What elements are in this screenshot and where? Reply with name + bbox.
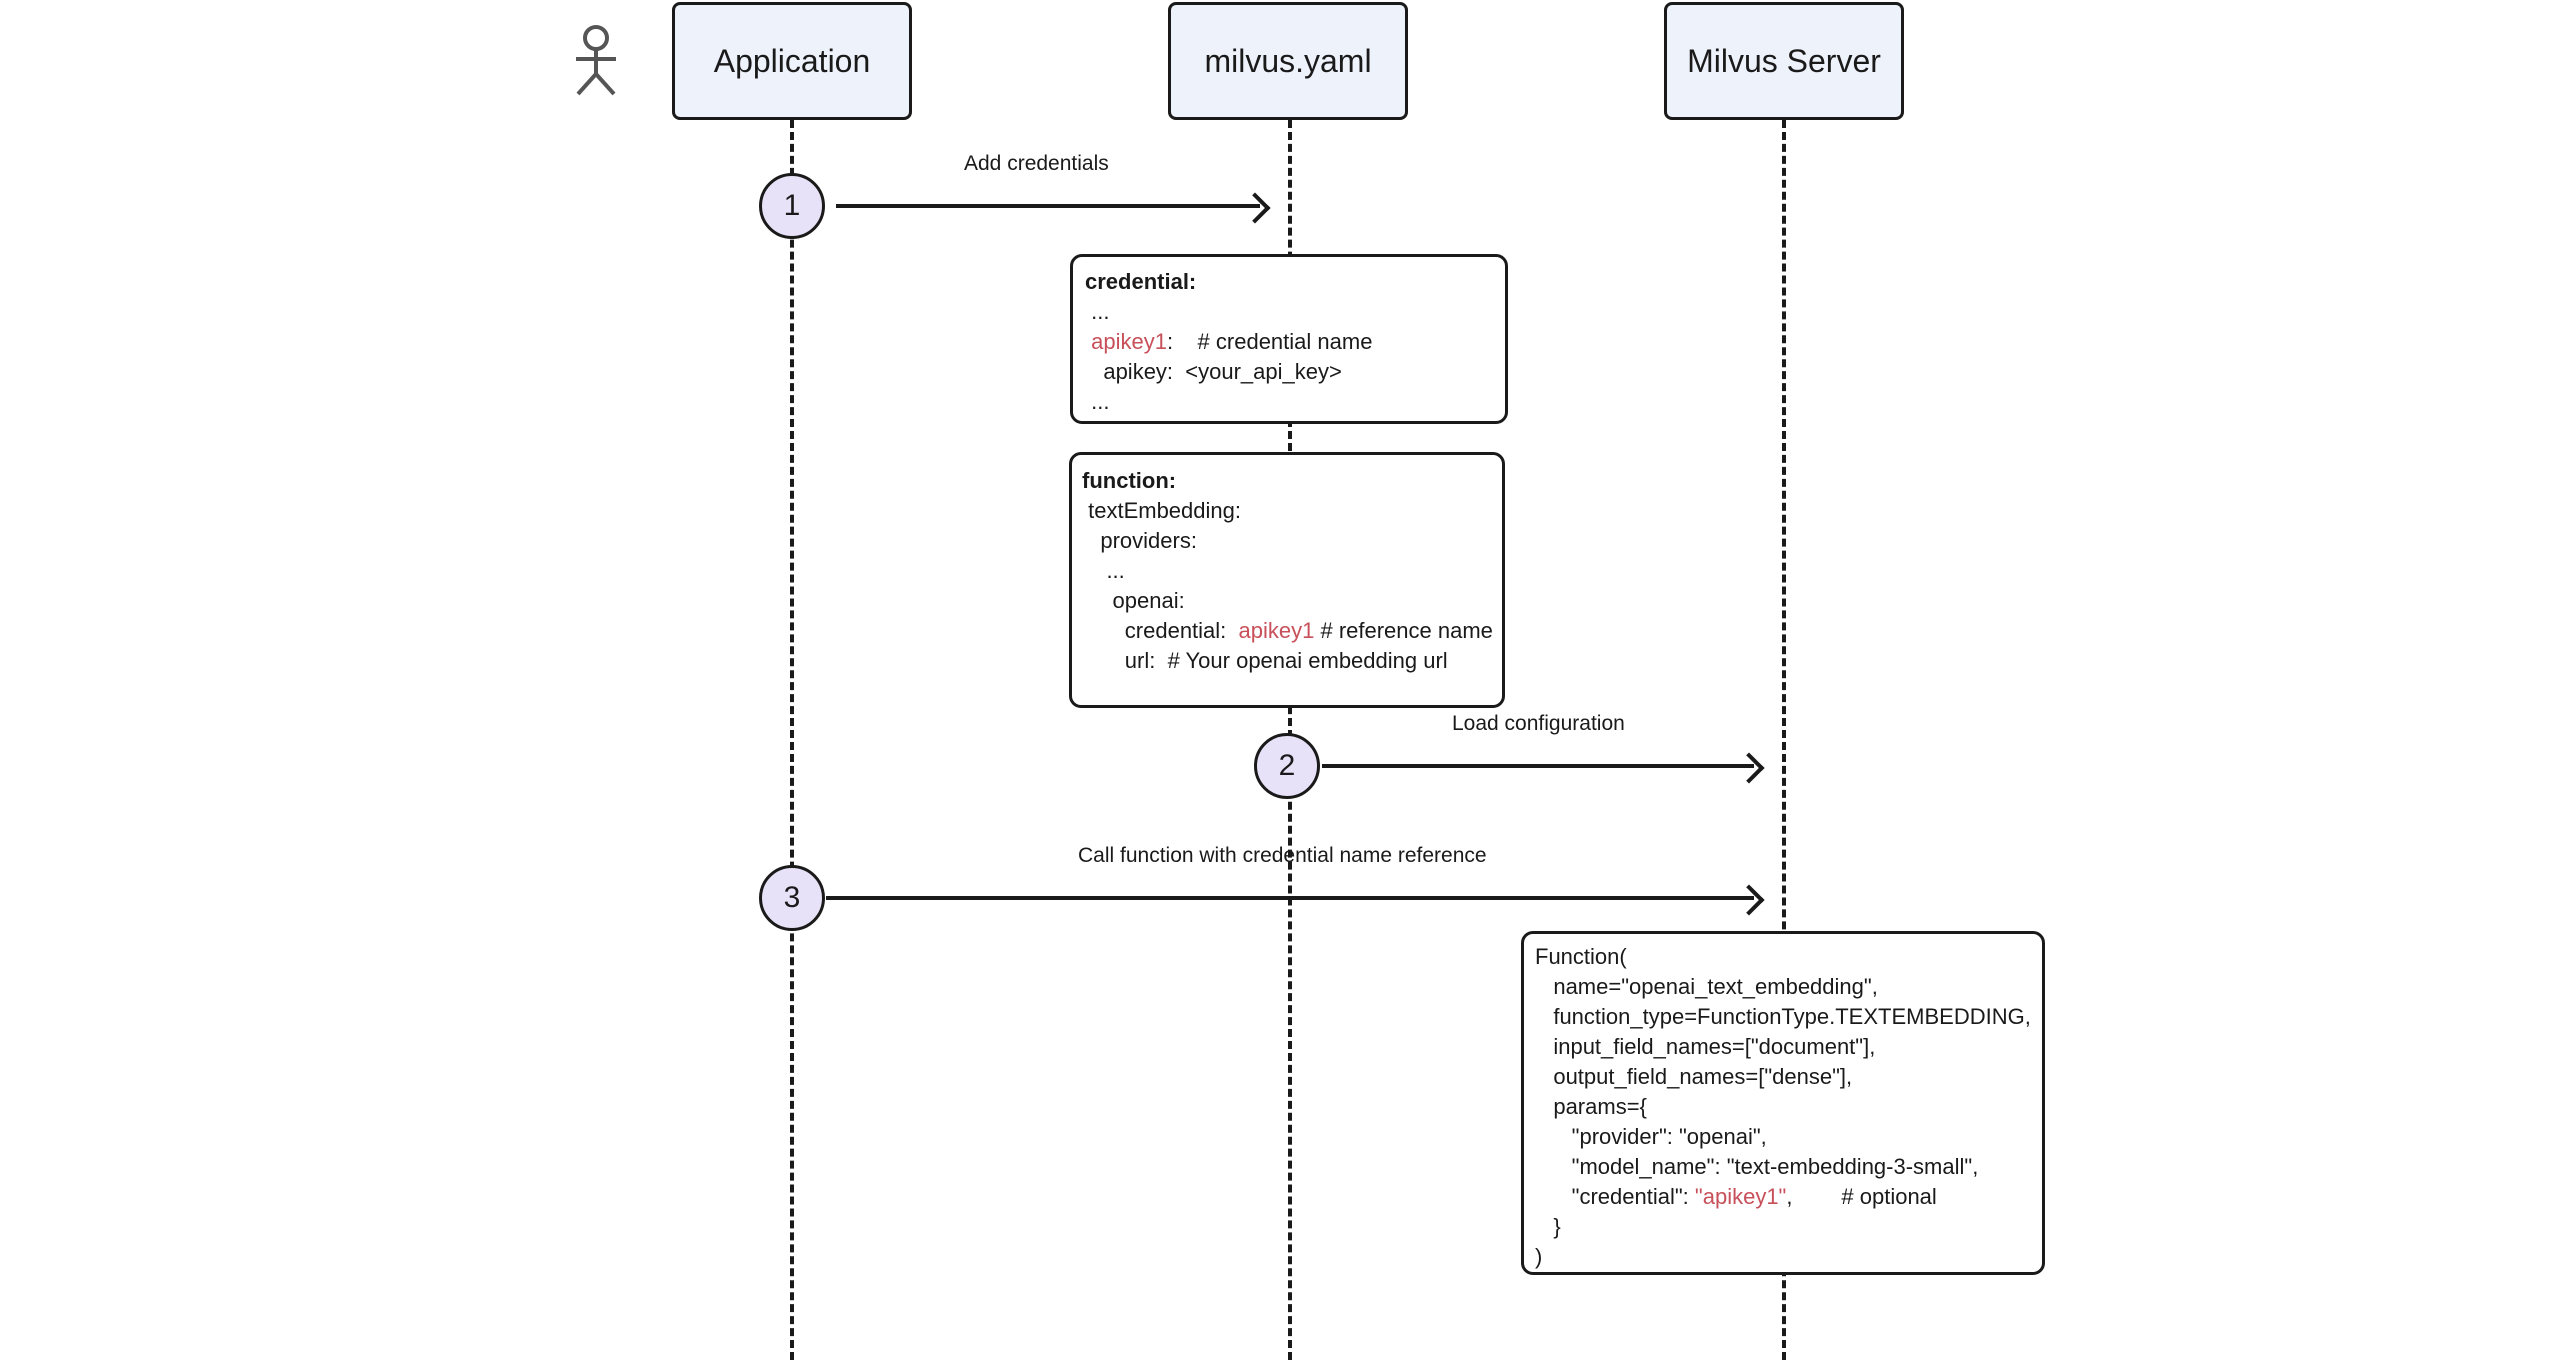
code-line-6: params={ xyxy=(1535,1094,1647,1119)
credential-ellipsis-2: ... xyxy=(1085,389,1110,414)
credential-title: credential: xyxy=(1085,269,1197,294)
code-line-9: "credential": "apikey1", # optional xyxy=(1535,1182,2042,1212)
arrow-load-configuration xyxy=(1322,764,1754,768)
code-credential-key: "credential": xyxy=(1535,1184,1695,1209)
arrow-load-configuration-head xyxy=(1733,752,1765,784)
arrow-add-credentials-head xyxy=(1239,192,1271,224)
code-credential-value: "apikey1" xyxy=(1694,1184,1787,1209)
code-line-4: input_field_names=["document"], xyxy=(1535,1034,1876,1059)
code-line-8: "model_name": "text-embedding-3-small", xyxy=(1535,1154,1979,1179)
message-load-configuration: Load configuration xyxy=(1452,712,1625,735)
function-code-note: Function( name="openai_text_embedding", … xyxy=(1521,931,2045,1275)
participant-application: Application xyxy=(672,2,912,120)
arrow-call-function xyxy=(826,896,1754,900)
credential-name-comment: # credential name xyxy=(1173,329,1373,354)
code-line-5: output_field_names=["dense"], xyxy=(1535,1064,1853,1089)
function-title: function: xyxy=(1082,468,1177,493)
credential-apikey-name-line: apikey1: # credential name xyxy=(1085,327,1505,357)
code-line-7: "provider": "openai", xyxy=(1535,1124,1767,1149)
actor-icon xyxy=(576,25,616,96)
code-line-1: Function( xyxy=(1535,944,1627,969)
participant-milvus-yaml: milvus.yaml xyxy=(1168,2,1408,120)
code-line-3: function_type=FunctionType.TEXTEMBEDDING… xyxy=(1535,1004,2031,1029)
step-3-marker: 3 xyxy=(759,865,825,931)
function-line-3: ... xyxy=(1082,558,1125,583)
function-line-5: credential: apikey1 # reference name xyxy=(1082,616,1502,646)
step-2-marker: 2 xyxy=(1254,733,1320,799)
function-line-2: providers: xyxy=(1082,528,1197,553)
function-line-4: openai: xyxy=(1082,588,1185,613)
code-line-10: } xyxy=(1535,1214,1561,1239)
function-config-note: function: textEmbedding: providers: ... … xyxy=(1069,452,1505,708)
credential-ellipsis-1: ... xyxy=(1085,299,1110,324)
credential-apikey-line: apikey: <your_api_key> xyxy=(1085,359,1342,384)
credential-name-highlight: apikey1 xyxy=(1091,329,1167,354)
function-line-6: url: # Your openai embedding url xyxy=(1082,648,1448,673)
step-1-marker: 1 xyxy=(759,173,825,239)
arrow-call-function-head xyxy=(1733,884,1765,916)
arrow-add-credentials xyxy=(836,204,1260,208)
credential-colon: : xyxy=(1166,329,1174,354)
code-line-11: ) xyxy=(1535,1244,1543,1269)
function-credential-comment: # reference name xyxy=(1314,618,1493,643)
application-lifeline xyxy=(790,120,794,1360)
function-line-1: textEmbedding: xyxy=(1082,498,1241,523)
message-call-function: Call function with credential name refer… xyxy=(1078,844,1487,867)
code-credential-comment: , # optional xyxy=(1786,1184,1937,1209)
code-line-2: name="openai_text_embedding", xyxy=(1535,974,1878,999)
message-add-credentials: Add credentials xyxy=(964,152,1109,175)
function-credential-key: credential: xyxy=(1082,618,1239,643)
milvus-server-lifeline xyxy=(1782,120,1786,1360)
participant-milvus-server: Milvus Server xyxy=(1664,2,1904,120)
function-credential-ref: apikey1 xyxy=(1238,618,1315,643)
credential-config-note: credential: ... apikey1: # credential na… xyxy=(1070,254,1508,424)
